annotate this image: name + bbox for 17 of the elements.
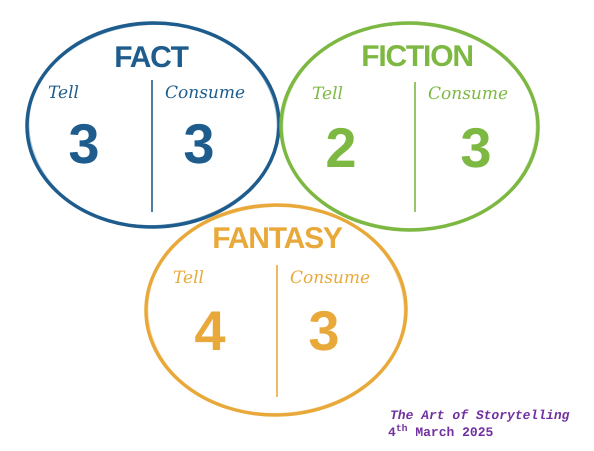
column-label: Consume (165, 85, 246, 102)
column-label: Tell (312, 86, 343, 103)
column-label: Tell (48, 85, 79, 102)
caption-title: The Art of Storytelling (390, 409, 570, 422)
count-value: 3 (68, 116, 100, 172)
count-value: 3 (308, 303, 340, 359)
caption-date: 4$^{th}$ March 2025 (388, 426, 494, 439)
column-label: Consume (428, 86, 508, 103)
count-value: 3 (460, 120, 492, 176)
column-label: Consume (290, 270, 370, 287)
category-title: FANTASY (212, 224, 342, 254)
column-label: Tell (173, 270, 204, 287)
category-title: FACT (114, 43, 188, 73)
count-value: 4 (194, 303, 226, 359)
count-value: 2 (325, 120, 357, 176)
count-value: 3 (183, 116, 215, 172)
category-title: FICTION (361, 42, 473, 72)
